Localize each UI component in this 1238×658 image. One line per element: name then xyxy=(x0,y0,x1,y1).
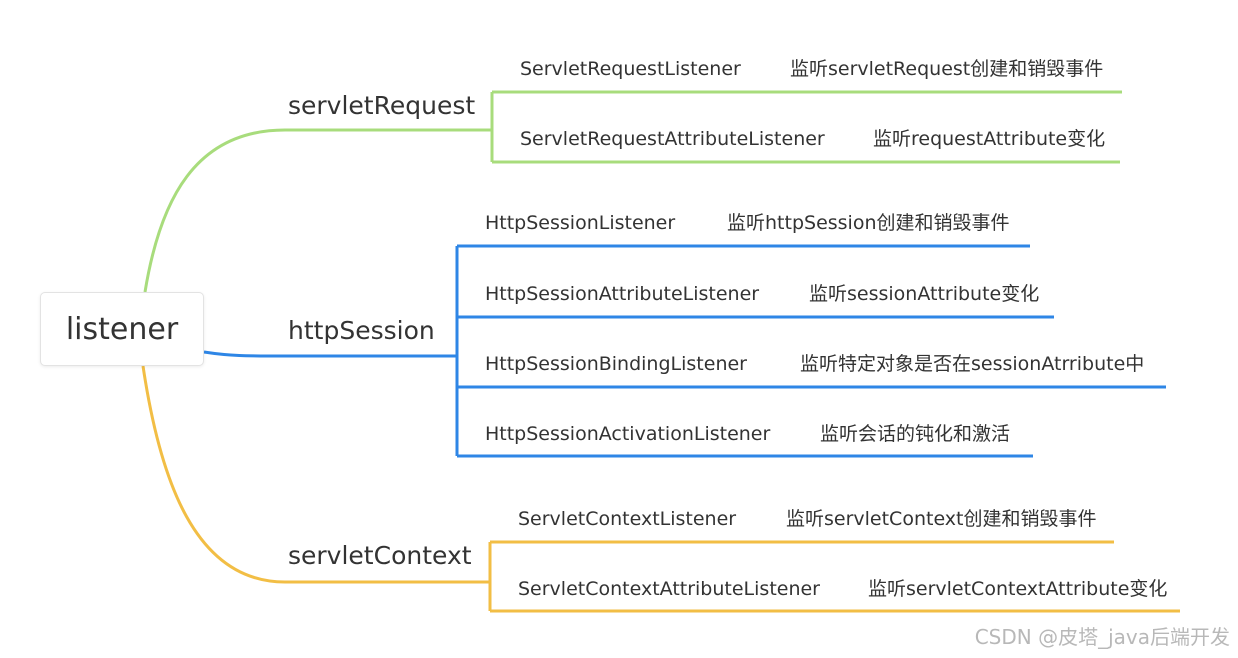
leaf-http-session-binding-listener[interactable]: HttpSessionBindingListener xyxy=(485,353,747,375)
leaf-servlet-request-attribute-listener-desc[interactable]: 监听requestAttribute变化 xyxy=(873,128,1106,150)
leaf-servlet-context-attribute-listener[interactable]: ServletContextAttributeListener xyxy=(518,578,820,600)
leaf-http-session-attribute-listener[interactable]: HttpSessionAttributeListener xyxy=(485,283,760,305)
leaf-http-session-listener-desc[interactable]: 监听httpSession创建和销毁事件 xyxy=(727,212,1010,234)
leaf-http-session-activation-listener-desc[interactable]: 监听会话的钝化和激活 xyxy=(820,423,1011,445)
leaf-servlet-context-listener-desc[interactable]: 监听servletContext创建和销毁事件 xyxy=(786,508,1097,530)
servlet-context-connectors xyxy=(141,365,1180,613)
leaf-servlet-context-listener[interactable]: ServletContextListener xyxy=(518,508,737,530)
leaf-http-session-listener[interactable]: HttpSessionListener xyxy=(485,212,676,234)
http-session-connectors xyxy=(203,244,1166,458)
root-label: listener xyxy=(65,311,179,347)
leaf-servlet-request-listener-desc[interactable]: 监听servletRequest创建和销毁事件 xyxy=(790,58,1104,80)
leaf-servlet-request-listener[interactable]: ServletRequestListener xyxy=(520,58,741,80)
root-node[interactable]: listener xyxy=(40,292,204,366)
leaf-servlet-request-attribute-listener[interactable]: ServletRequestAttributeListener xyxy=(520,128,825,150)
leaf-http-session-binding-listener-desc[interactable]: 监听特定对象是否在sessionAtrribute中 xyxy=(800,353,1145,375)
branch-servlet-context[interactable]: servletContext xyxy=(288,541,472,570)
branch-servlet-request[interactable]: servletRequest xyxy=(288,91,476,120)
branch-http-session[interactable]: httpSession xyxy=(288,316,435,345)
leaf-servlet-context-attribute-listener-desc[interactable]: 监听servletContextAttribute变化 xyxy=(868,578,1168,600)
leaf-http-session-attribute-listener-desc[interactable]: 监听sessionAttribute变化 xyxy=(809,283,1040,305)
leaf-http-session-activation-listener[interactable]: HttpSessionActivationListener xyxy=(485,423,771,445)
watermark: CSDN @皮塔_java后端开发 xyxy=(974,625,1230,649)
servlet-request-connectors xyxy=(143,90,1122,293)
